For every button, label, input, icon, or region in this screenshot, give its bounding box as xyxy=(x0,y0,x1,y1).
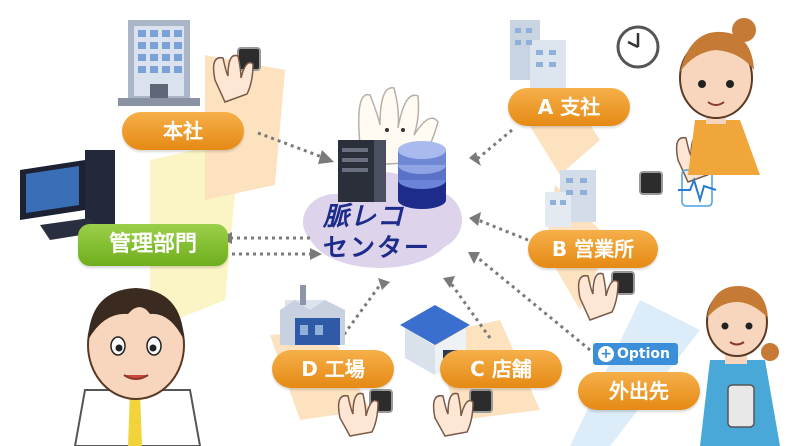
node-honsha: 本社 xyxy=(122,112,244,150)
center-title-line2: センター xyxy=(323,233,432,262)
finger-sensor-icons xyxy=(237,47,663,413)
hq-building-icon xyxy=(118,20,200,106)
node-d-kojo: D 工場 xyxy=(272,350,394,388)
office-building-icon xyxy=(545,170,596,227)
node-c-tenpo: C 店舗 xyxy=(440,350,562,388)
server-icon xyxy=(338,140,386,202)
clock-icon xyxy=(616,25,660,69)
man-avatar xyxy=(73,288,202,446)
node-gaishutsu: 外出先 xyxy=(578,372,700,410)
woman-avatar-top xyxy=(679,18,760,175)
node-a-shisha: A 支社 xyxy=(508,88,630,126)
computer-icon xyxy=(20,150,115,240)
arrow-heads xyxy=(220,150,481,290)
option-label: Option xyxy=(617,346,670,362)
plus-icon: + xyxy=(598,346,614,362)
node-b-eigyosho: B 営業所 xyxy=(528,230,658,268)
node-kanri: 管理部門 xyxy=(78,224,228,266)
factory-icon xyxy=(280,285,345,345)
connection-arrows xyxy=(232,128,591,352)
woman-avatar-bottom xyxy=(700,285,780,446)
branch-building-icon xyxy=(510,20,566,92)
database-icon xyxy=(398,141,446,209)
center-title-line1: 脈レコ xyxy=(323,202,405,232)
option-badge: + Option xyxy=(593,343,678,365)
